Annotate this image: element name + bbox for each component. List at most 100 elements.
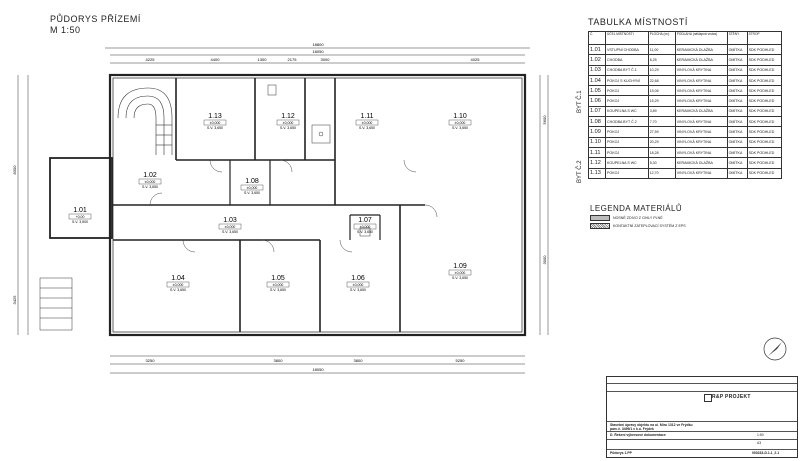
project-name: Stavební úpravy objektu na ul. Míru 1312… [610,423,693,427]
dimension-overall: 18050 [312,367,324,372]
room-level: ±0,000 [210,121,221,125]
room-level: ±0,000 [353,283,364,287]
room-cell-floor: KERAMICKÁ DLAŽBA [674,157,728,169]
room-table-title: TABULKA MÍSTNOSTÍ [588,17,688,27]
drawing-name: Půdorys 1.PP [610,451,632,455]
dimension-chain: 3800 [354,358,364,363]
room-level: ±0,000 [455,121,466,125]
room-cell-walls: OMÍTKA [726,43,748,56]
room-cell-n: 1.05 [588,85,606,97]
room-cell-floor: VINYLOVÁ KRYTINA [674,126,728,138]
room-ceiling-height: S.V. 3,650 [142,185,158,189]
room-level: ±0,000 [362,121,373,125]
room-cell-area: 11,00 [647,43,676,56]
room-cell-n: 1.04 [588,74,606,87]
door-swings [149,159,438,253]
room-cell-area: 18,28 [647,146,676,159]
room-cell-floor: VINYLOVÁ KRYTINA [674,167,728,179]
room-cell-ceiling: SDK PODHLED [746,74,783,87]
room-cell-walls: OMÍTKA [726,54,748,66]
legend-item: NOSNÉ ZDIVO Z CIHLY PLNÉ [590,215,663,221]
room-cell-n: 1.09 [588,126,606,138]
room-cell-area: 7,70 [647,116,676,128]
room-cell-name: CHODBA [605,54,649,66]
group-label-byt1: BYT Č.1 [577,90,583,113]
room-cell-floor: KERAMICKÁ DLAŽBA [674,43,728,56]
room-cell-area: 20,29 [647,136,676,148]
room-cell-ceiling: SDK PODHLED [746,146,783,159]
room-cell-name: POKOJ [605,126,649,138]
room-label-box [353,223,377,230]
room-cell-area: 6,25 [647,54,676,66]
room-cell-name: POKOJ [605,136,649,148]
room-level: ±0,000 [145,180,156,184]
legend-swatch-brick [590,215,610,221]
room-cell-name: KOUPELNA S WC [605,105,649,118]
staircase [117,87,173,155]
room-level: ±0,000 [173,283,184,287]
room-label-box [346,281,370,288]
north-arrow-icon [763,337,787,361]
room-ceiling-height: S.V. 3,650 [207,126,223,130]
room-label-box [138,178,162,185]
room-cell-ceiling: SDK PODHLED [746,85,783,97]
dimension-chain: 1300 [258,57,268,62]
dimension-chain: 4400 [211,57,221,62]
tb-divider [607,449,797,450]
company-logo-icon [704,394,712,402]
room-cell-walls: OMÍTKA [726,74,748,87]
tb-divider [607,431,797,432]
room-number: 1.10 [453,113,467,120]
room-cell-walls: OMÍTKA [726,95,748,107]
room-ceiling-height: S.V. 3,650 [452,276,468,280]
room-label-box [240,184,264,191]
drawing-number: 000233-D.1.1_2.1 [752,451,780,455]
bathroom-fixtures [267,84,371,237]
room-level: ±0,000 [273,283,284,287]
sheet-title: PŮDORYS PŘÍZEMÍ [50,14,141,24]
company-name: R&P PROJEKT [712,394,751,400]
dimension-chain: 4025 [471,57,481,62]
room-number: 1.09 [453,263,467,270]
room-cell-walls: OMÍTKA [726,105,748,118]
room-cell-floor: VINYLOVÁ KRYTINA [674,146,728,159]
room-cell-walls: OMÍTKA [726,167,748,179]
room-label-box [355,119,379,126]
room-number: 1.05 [271,275,285,282]
legend-label: KONTAKTNÍ ZATEPLOVACÍ SYSTÉM Z EPS [613,224,686,228]
room-ceiling-height: S.V. 3,650 [359,126,375,130]
room-cell-ceiling: SDK PODHLED [746,167,783,179]
room-level: ±0,000 [247,186,258,190]
tb-divider [607,421,797,422]
dimension-chain: 5600 [542,115,547,125]
tb-divider [607,391,797,392]
dimension-chain: 2175 [288,57,298,62]
header-cell: ÚČEL MÍSTNOSTI [605,31,649,45]
room-ceiling-height: S.V. 3,650 [222,230,238,234]
dimension-chain: 3800 [274,358,284,363]
room-cell-walls: OMÍTKA [726,64,748,76]
room-label-box [218,223,242,230]
walls [49,73,527,337]
room-cell-floor: VINYLOVÁ KRYTINA [674,136,728,148]
header-cell: PLOCHA (m²) [647,31,676,45]
tb-divider [607,439,797,440]
room-cell-ceiling: SDK PODHLED [746,105,783,118]
room-cell-n: 1.06 [588,95,606,107]
group-label-byt2: BYT Č.2 [577,160,583,183]
room-cell-n: 1.13 [588,167,606,179]
room-cell-name: POKOJ [605,167,649,179]
room-ceiling-height: S.V. 3,650 [170,288,186,292]
